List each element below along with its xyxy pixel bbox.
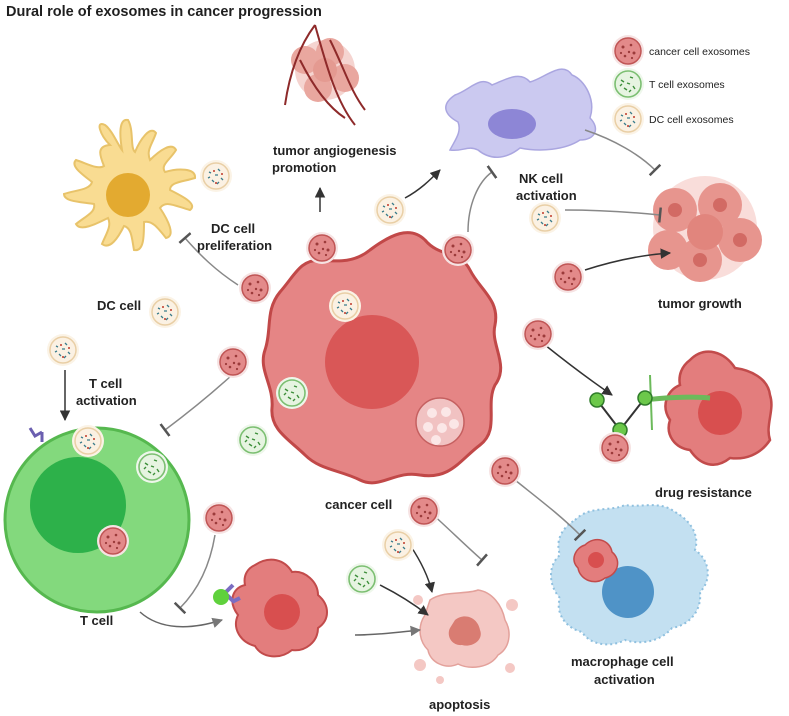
arrows xyxy=(59,129,672,637)
diagram-title: Dural role of exosomes in cancer progres… xyxy=(6,4,322,20)
cancer-cell xyxy=(261,231,503,485)
label-apoptosis: apoptosis xyxy=(429,697,491,712)
apoptotic-cell xyxy=(413,589,518,684)
label-dc-proliferation-2: preliferation xyxy=(197,238,273,253)
label-macrophage-1: macrophage cell xyxy=(571,654,674,669)
label-cancer-cell: cancer cell xyxy=(325,497,393,512)
legend-dc-exosomes: DC cell exosomes xyxy=(649,114,734,126)
label-t-cell: T cell xyxy=(80,613,114,628)
drug-resistant-cancer-cell xyxy=(589,350,773,466)
legend-cancer-exosomes: cancer cell exosomes xyxy=(649,46,750,58)
label-tcell-activation-1: T cell xyxy=(89,376,123,391)
legend-tcell-exosomes: T cell exosomes xyxy=(649,79,725,91)
label-tumor-growth: tumor growth xyxy=(658,296,742,311)
target-cancer-cell xyxy=(213,558,328,658)
label-drug-resistance: drug resistance xyxy=(655,485,752,500)
angiogenesis-illustration xyxy=(284,24,366,126)
label-nk-1: NK cell xyxy=(519,171,564,186)
tumor-growth-cluster xyxy=(648,176,762,282)
label-angiogenesis-1: tumor angiogenesis xyxy=(273,143,397,158)
label-dc-proliferation-1: DC cell xyxy=(211,221,256,236)
nk-cell xyxy=(445,68,597,158)
label-dc-cell: DC cell xyxy=(97,298,142,313)
label-angiogenesis-2: promotion xyxy=(272,160,337,175)
label-macrophage-2: activation xyxy=(594,672,655,687)
macrophage-cell xyxy=(550,503,709,646)
dc-cell xyxy=(62,118,196,252)
label-nk-2: activation xyxy=(516,188,577,203)
label-tcell-activation-2: activation xyxy=(76,393,137,408)
